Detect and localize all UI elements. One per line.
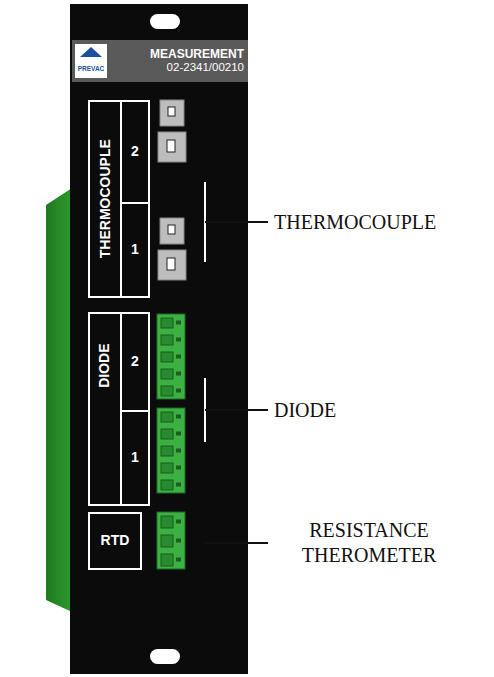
thermocouple-socket: [158, 100, 186, 280]
header-band: [72, 40, 248, 82]
channel-number: 2: [131, 354, 139, 369]
channel-cell: 1: [120, 410, 148, 504]
brand-name: PREVAC: [78, 65, 105, 72]
panel-label: DIODE: [97, 343, 112, 387]
leader-line: [205, 222, 268, 543]
circuit-board: [46, 188, 72, 612]
section-box: THERMOCOUPLE 2 1: [88, 100, 150, 298]
callout-label: DIODE: [274, 398, 336, 423]
channel-cell: 1: [120, 202, 148, 296]
callout-label: RESISTANCE THEROMETER: [274, 518, 464, 568]
panel-label: MEASUREMENT: [150, 48, 244, 61]
mounting-hole: [150, 14, 180, 29]
panel-label: 02-2341/00210: [167, 61, 244, 74]
mounting-hole: [150, 649, 180, 664]
channel-number: 1: [131, 450, 139, 465]
channel-number: 2: [131, 144, 139, 159]
channel-number: 1: [131, 242, 139, 257]
logo-symbol: [80, 47, 102, 57]
section-box: RTD: [88, 512, 142, 570]
panel-label: THERMOCOUPLE: [97, 139, 112, 258]
module-header: MEASUREMENT02-2341/00210: [108, 44, 246, 78]
front-panel: [70, 4, 248, 674]
section-box: DIODE 2 1: [88, 312, 150, 506]
logo-plate: [75, 44, 107, 78]
channel-cell: 2: [120, 314, 148, 410]
logo: PREVAC: [75, 60, 107, 78]
panel-label: RTD: [101, 533, 130, 548]
callout-label: THERMOCOUPLE: [274, 210, 436, 235]
channel-cell: 2: [120, 102, 148, 202]
terminal-block: [157, 314, 185, 569]
